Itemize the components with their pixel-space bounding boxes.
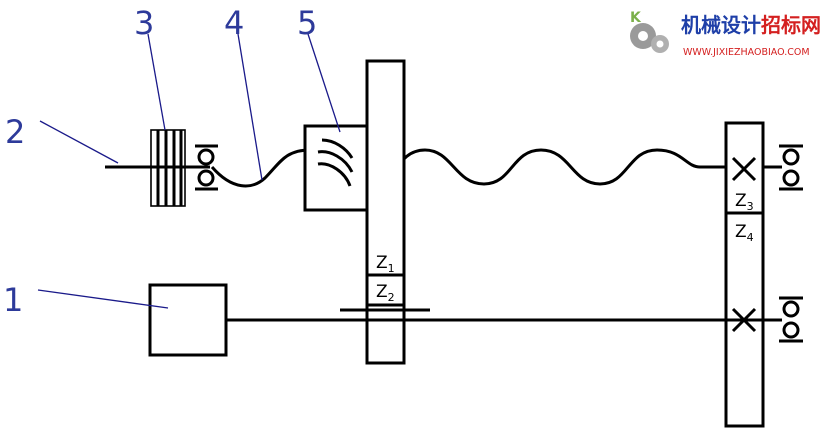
watermark: K 机械设计招标网 WWW.JIXIEZHAOBIAO.COM <box>630 10 821 58</box>
bearing-ball <box>197 148 215 166</box>
part-number-2: 2 <box>5 113 25 151</box>
nut-thread-mark <box>321 138 354 159</box>
gear-subscript: 4 <box>747 231 754 244</box>
leader-line-1 <box>37 289 169 309</box>
nut-thread-mark <box>317 162 352 187</box>
watermark-logo-icon: K <box>630 10 669 53</box>
gear-body <box>724 121 765 428</box>
nut-thread-mark <box>317 150 354 173</box>
gear-letter: Z <box>376 253 388 273</box>
gear-pair-z1-z2: Z1 Z2 <box>340 59 430 365</box>
gear-label-z2: Z2 <box>376 282 395 304</box>
watermark-title: 机械设计招标网 <box>681 13 821 37</box>
bearing-ball <box>782 169 800 187</box>
gear-letter: Z <box>735 191 747 211</box>
bearing-ball <box>782 148 800 166</box>
gear-body <box>365 59 406 365</box>
gear-subscript: 2 <box>388 291 395 304</box>
gear-label-z4: Z4 <box>735 222 754 244</box>
bearing-right-lower <box>779 296 803 343</box>
gear-letter: Z <box>376 282 388 302</box>
part-number-1: 1 <box>3 281 23 319</box>
leader-line-2 <box>39 120 119 164</box>
watermark-url: WWW.JIXIEZHAOBIAO.COM <box>683 47 810 58</box>
clutch <box>150 129 186 207</box>
bearing-right-upper <box>779 144 803 191</box>
watermark-title-blue: 机械设计 <box>681 13 761 37</box>
bearing-left <box>195 144 218 191</box>
leader-line-4 <box>237 33 263 181</box>
leader-line-5 <box>307 33 341 133</box>
gear-label-z3: Z3 <box>735 191 754 213</box>
gear-label-z1: Z1 <box>376 253 395 275</box>
watermark-title-red: 招标网 <box>761 13 821 37</box>
bearing-ball <box>197 169 215 187</box>
svg-text:K: K <box>630 10 642 26</box>
gear-subscript: 1 <box>388 262 395 275</box>
bearing-ball <box>782 321 800 339</box>
bearing-ball <box>782 300 800 318</box>
leader-line-3 <box>147 33 166 131</box>
nut <box>303 124 369 212</box>
gear-pair-z3-z4: Z3 Z4 <box>724 121 765 428</box>
clutch-housing <box>150 129 186 207</box>
motor-block <box>148 283 228 357</box>
leadscrew-thread <box>210 148 701 190</box>
fixed-connection-x <box>731 156 757 182</box>
gear-subscript: 3 <box>747 200 754 213</box>
gear-letter: Z <box>735 222 747 242</box>
part-number-4: 4 <box>224 4 244 42</box>
part-number-5: 5 <box>297 4 317 42</box>
part-number-3: 3 <box>134 4 154 42</box>
